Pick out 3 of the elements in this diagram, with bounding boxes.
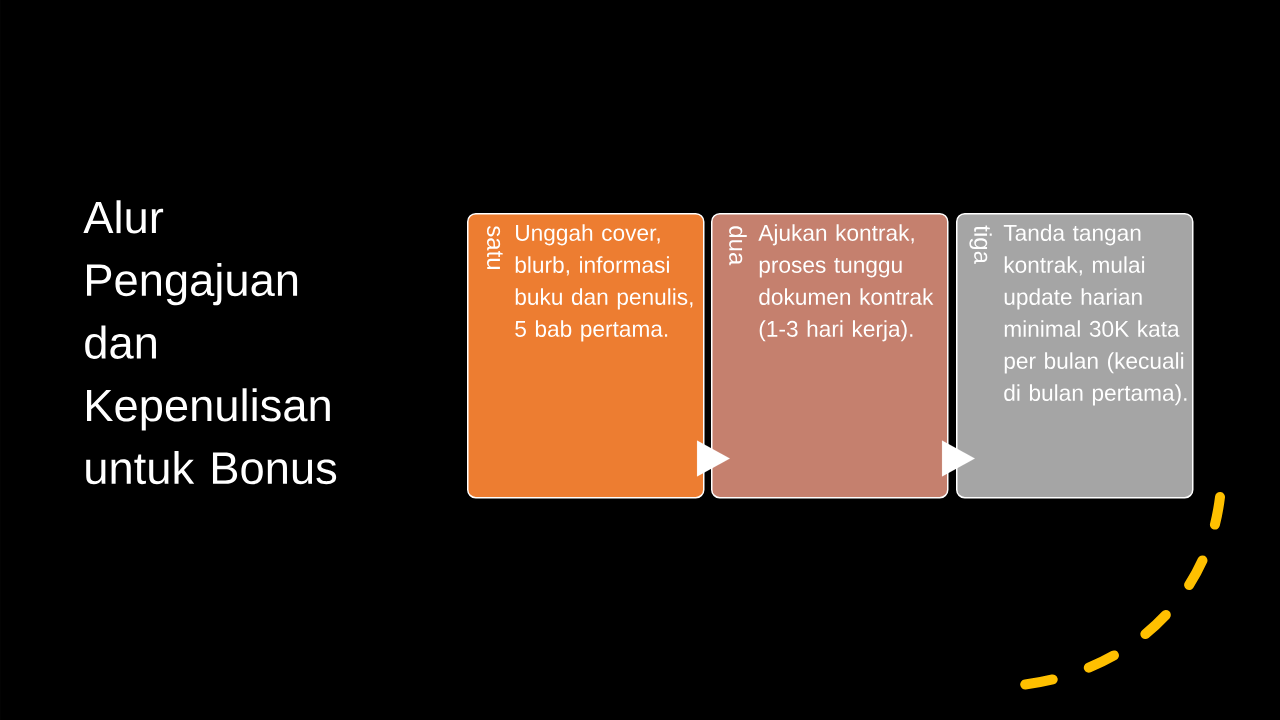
arrow [696, 440, 730, 477]
arrow [941, 440, 975, 477]
slide-title: Alur Pengajuan dan Kepenulisan untuk Bonus [83, 200, 337, 485]
